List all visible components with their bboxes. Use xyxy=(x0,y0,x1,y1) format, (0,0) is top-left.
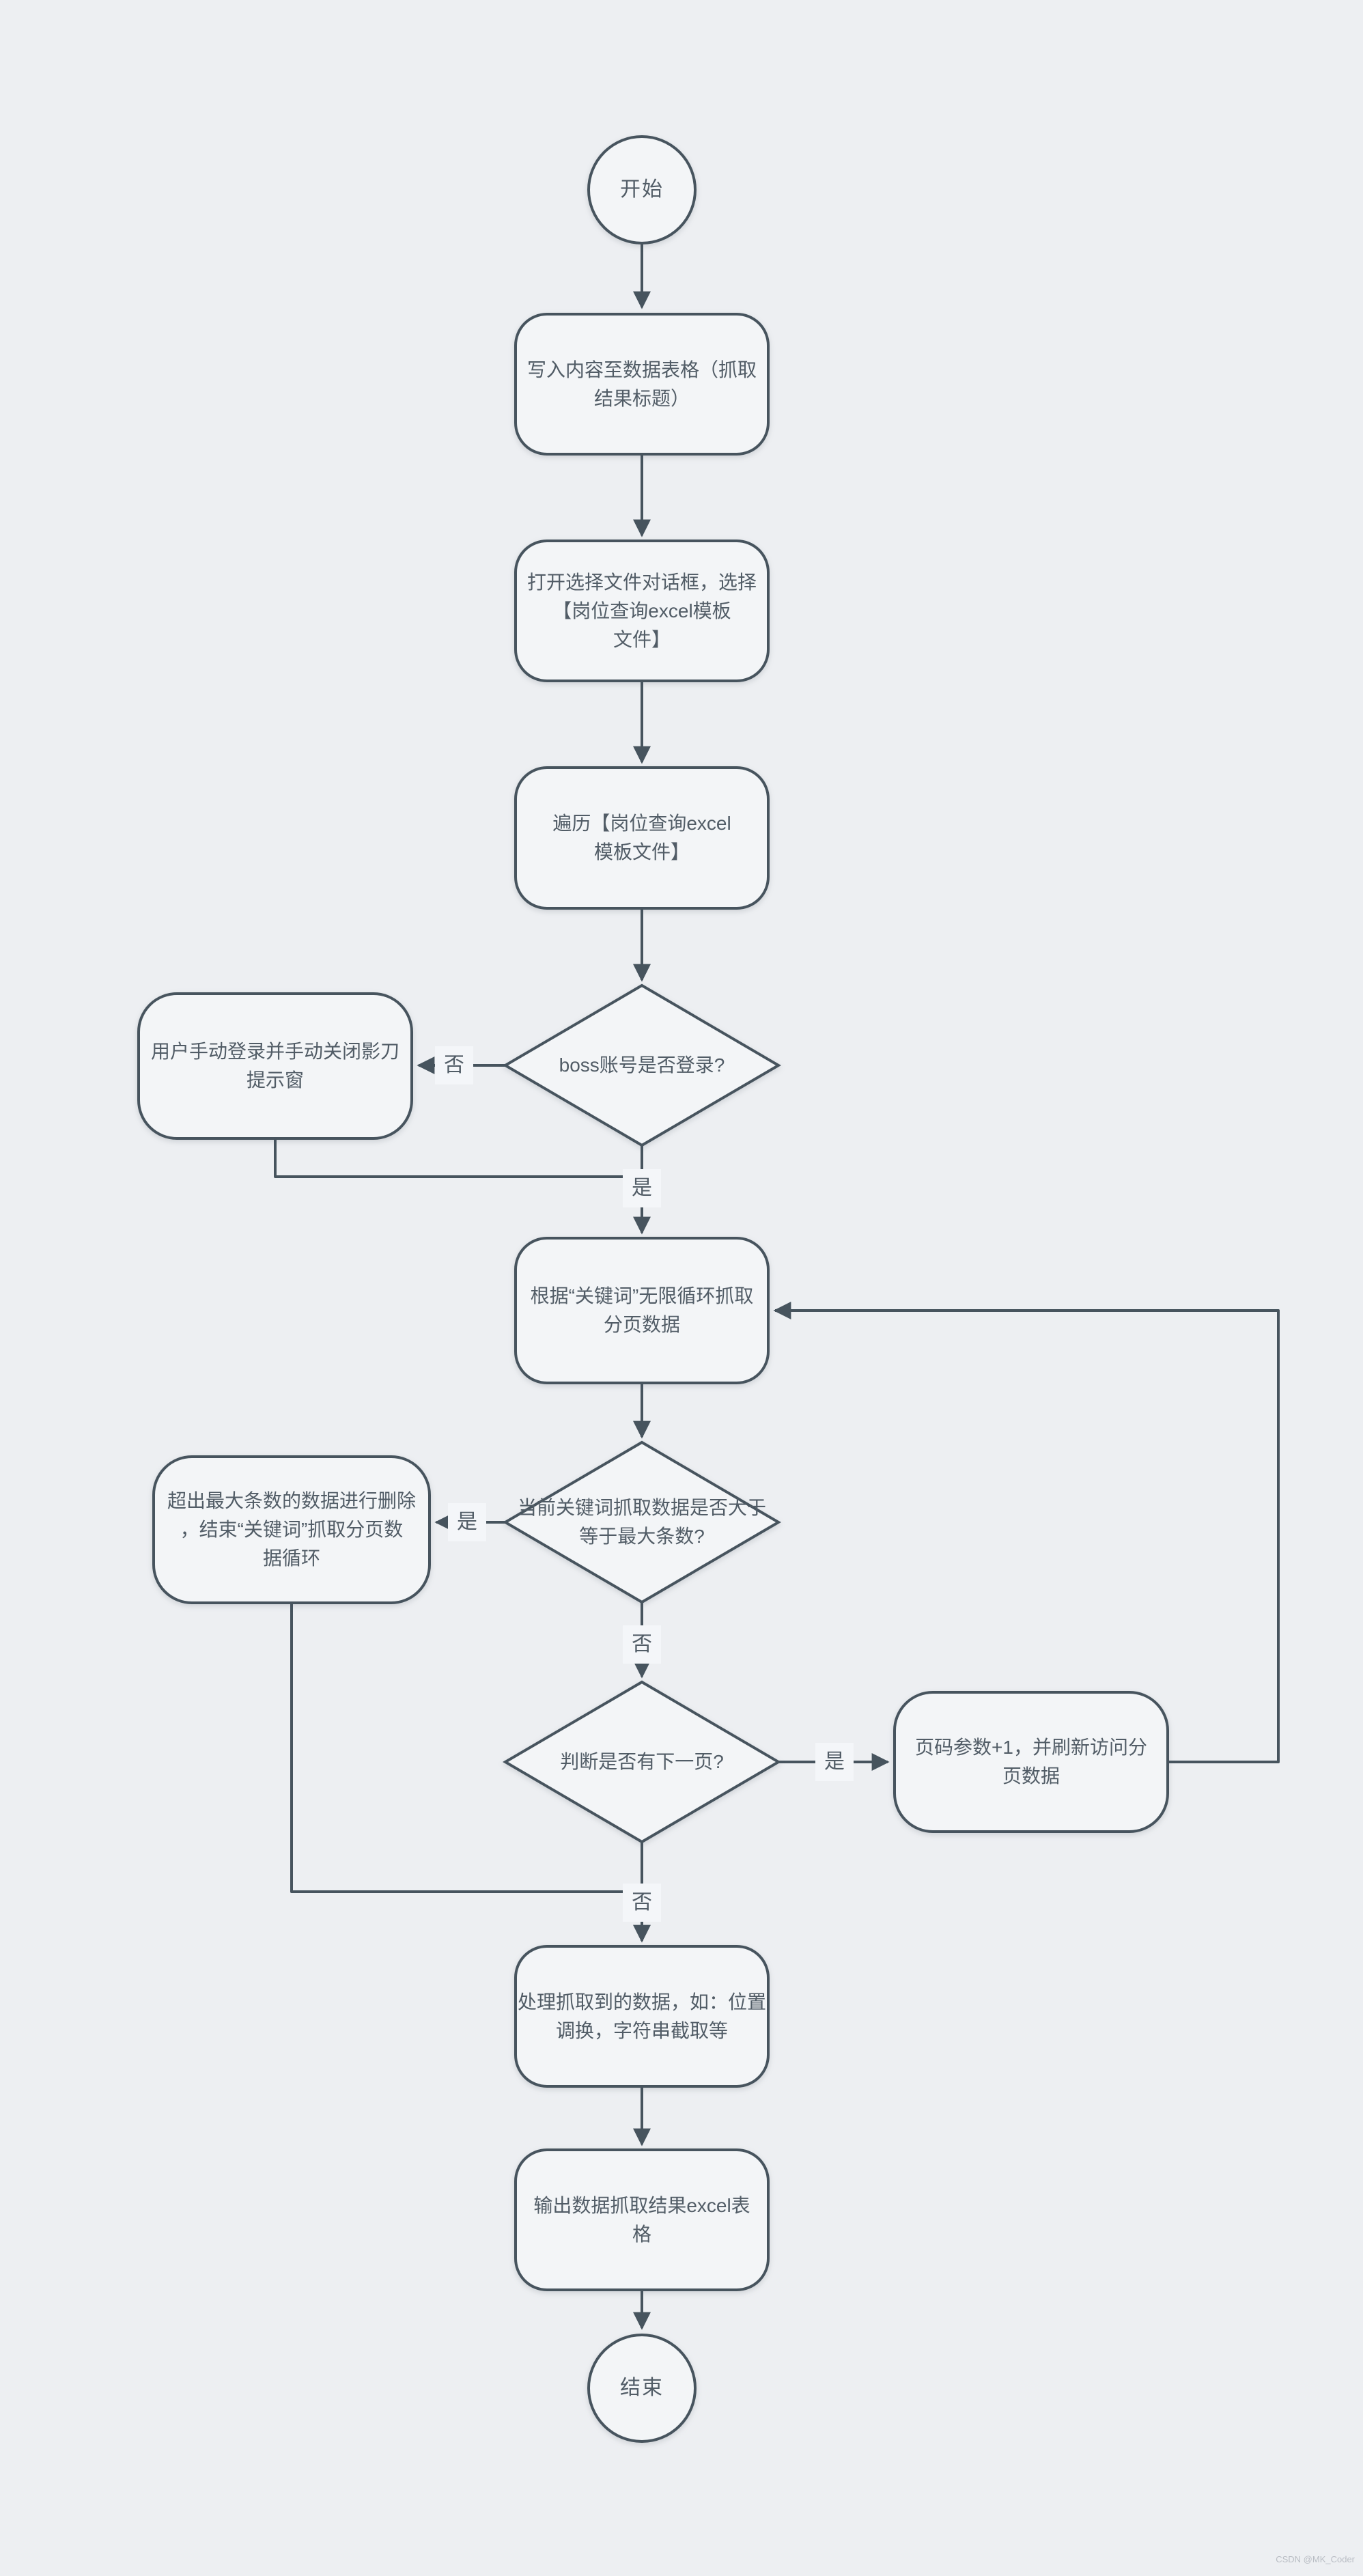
end-node-shape xyxy=(587,2334,697,2443)
next-page-yes-label: 是 xyxy=(815,1743,854,1781)
edge-manuallogin-merge xyxy=(274,1138,642,1178)
open-dialog-node-shape xyxy=(514,540,770,682)
max-rows-decision-shape xyxy=(503,1440,781,1604)
boss-login-decision-shape xyxy=(503,983,781,1147)
boss-login-no-label: 否 xyxy=(435,1046,473,1084)
delete-excess-node-shape xyxy=(152,1455,431,1604)
boss-login-yes-label: 是 xyxy=(623,1169,661,1207)
next-page-no-label: 否 xyxy=(623,1884,661,1922)
max-rows-no-label: 否 xyxy=(623,1625,661,1664)
manual-login-node-shape xyxy=(137,992,413,1140)
max-rows-yes-label: 是 xyxy=(448,1503,486,1541)
edge-deleteexcess-merge xyxy=(290,1603,642,1893)
write-table-node-shape xyxy=(514,313,770,456)
output-excel-node-shape xyxy=(514,2148,770,2291)
page-plus-one-node-shape xyxy=(893,1691,1169,1833)
csdn-watermark: CSDN @MK_Coder xyxy=(1276,2554,1355,2564)
iterate-excel-node-shape xyxy=(514,766,770,910)
crawl-pages-node-shape xyxy=(514,1237,770,1384)
edge-pageplus-loopback xyxy=(773,1302,1280,1763)
next-page-decision-shape xyxy=(503,1680,781,1844)
process-data-node-shape xyxy=(514,1945,770,2088)
start-node-shape xyxy=(587,135,697,244)
